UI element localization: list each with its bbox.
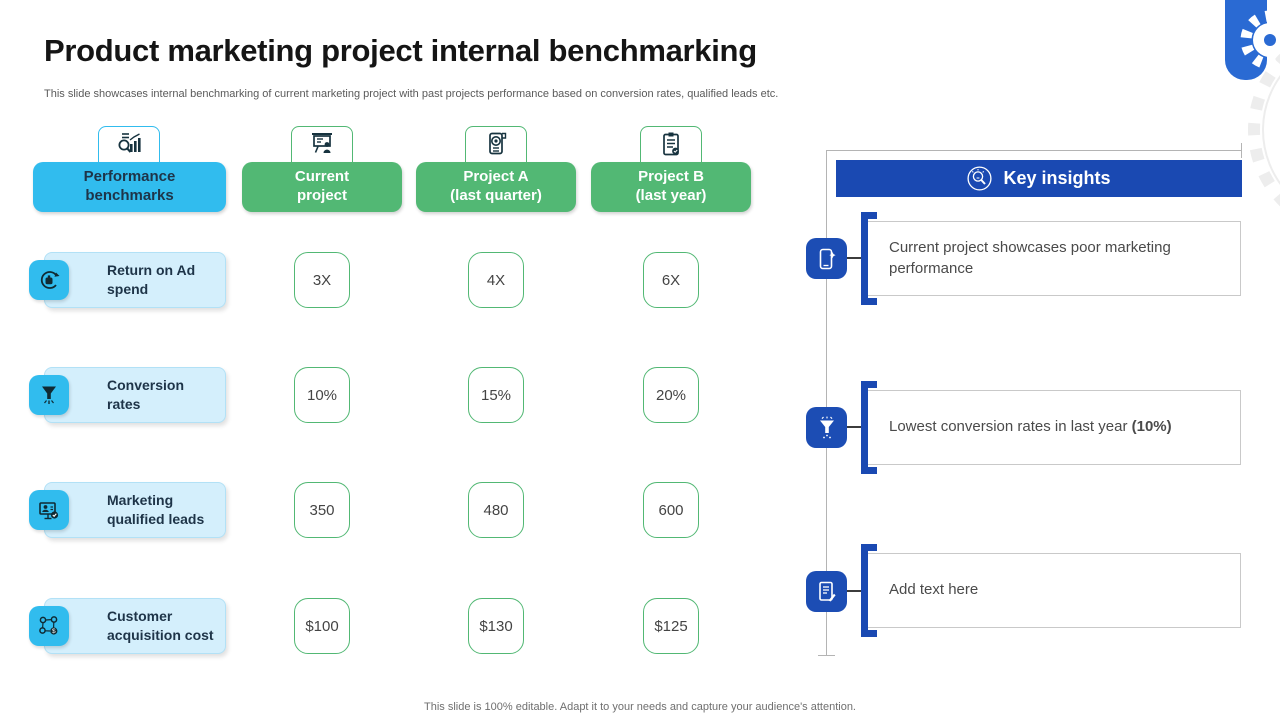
column-header-line: Project B xyxy=(638,168,704,186)
insights-frame-top-tick xyxy=(1241,143,1242,158)
value-cell: 10% xyxy=(294,367,350,423)
insights-frame-bottom-tick xyxy=(818,655,835,656)
insights-frame-top-line xyxy=(826,150,1242,151)
row-label-line: Conversion xyxy=(107,377,185,394)
column-header-line: Current xyxy=(294,168,350,186)
row-label-line: spend xyxy=(107,281,149,297)
row-icon-badge xyxy=(29,375,69,415)
page-title: Product marketing project internal bench… xyxy=(44,33,757,68)
value-cell: 4X xyxy=(468,252,524,308)
column-header-project-b: Project B (last year) xyxy=(591,162,751,212)
column-header-line: project xyxy=(296,187,347,204)
presentation-icon xyxy=(312,133,332,153)
network-cost-icon: $ xyxy=(39,616,58,635)
row-label-line: Return on Ad xyxy=(107,262,196,279)
slide-footer-note: This slide is 100% editable. Adapt it to… xyxy=(424,701,856,713)
insight-text-normal: Add text here xyxy=(889,581,979,599)
value-cell: $130 xyxy=(468,598,524,654)
insight-magnifier-bulb-icon xyxy=(967,166,993,191)
insight-bracket xyxy=(861,212,877,305)
row-label-conversion-rates: Conversion rates xyxy=(44,367,226,423)
gray-gear-outline-icon xyxy=(1248,53,1280,207)
funnel-icon xyxy=(819,416,834,438)
column-header-line: Project A xyxy=(463,168,529,186)
value-cell: $100 xyxy=(294,598,350,654)
insight-text: Add text here xyxy=(889,580,978,600)
slide-subtitle: This slide showcases internal benchmarki… xyxy=(44,88,779,100)
phone-marketing-icon xyxy=(819,248,836,269)
value-cell: 480 xyxy=(468,482,524,538)
value-cell: 600 xyxy=(643,482,699,538)
row-label-return-on-ad-spend: Return on Ad spend xyxy=(44,252,226,308)
column-header-performance-benchmarks: Performance benchmarks xyxy=(33,162,226,212)
svg-text:$: $ xyxy=(52,628,56,635)
value-cell: 15% xyxy=(468,367,524,423)
column-header-project-a: Project A (last quarter) xyxy=(416,162,576,212)
row-label-line: acquisition cost xyxy=(107,627,214,643)
value-cell: 350 xyxy=(294,482,350,538)
column-header-line: (last year) xyxy=(635,187,707,204)
row-label-marketing-qualified-leads: Marketing qualified leads xyxy=(44,482,226,538)
note-document-icon xyxy=(818,581,836,601)
insight-text-normal: Lowest conversion rates in last year xyxy=(889,418,1132,436)
insights-frame-left-line xyxy=(826,150,827,655)
insight-icon-badge xyxy=(806,238,847,279)
qualified-leads-icon xyxy=(39,502,59,520)
key-insights-title: Key insights xyxy=(1003,168,1111,188)
insight-icon-badge xyxy=(806,407,847,448)
scroll-target-icon xyxy=(489,132,507,155)
corner-decoration xyxy=(1225,0,1280,207)
ad-return-icon xyxy=(40,271,60,289)
value-cell: 3X xyxy=(294,252,350,308)
insight-icon-badge xyxy=(806,571,847,612)
insight-connector-line xyxy=(847,426,864,428)
row-icon-badge xyxy=(29,260,69,300)
insight-connector-line xyxy=(847,257,864,259)
column-header-line: Performance xyxy=(83,168,176,186)
insight-text: Lowest conversion rates in last year (10… xyxy=(889,417,1172,437)
insight-text-box: Lowest conversion rates in last year (10… xyxy=(864,390,1241,465)
insight-bracket xyxy=(861,381,877,474)
row-label-customer-acquisition-cost: Customer acquisition cost xyxy=(44,598,226,654)
row-icon-badge xyxy=(29,490,69,530)
value-cell: 6X xyxy=(643,252,699,308)
insight-text-bold: (10%) xyxy=(1131,418,1172,436)
row-label-line: rates xyxy=(107,396,141,412)
value-cell: $125 xyxy=(643,598,699,654)
row-label-line: qualified leads xyxy=(107,511,205,527)
insight-text-normal: Current project showcases poor marketing… xyxy=(889,239,1171,277)
magnifier-chart-icon xyxy=(118,133,141,153)
insight-text: Current project showcases poor marketing… xyxy=(889,238,1226,279)
white-gear-icon xyxy=(1240,10,1280,70)
insight-text-box: Add text here xyxy=(864,553,1241,628)
insight-bracket xyxy=(861,544,877,637)
insight-connector-line xyxy=(847,590,864,592)
key-insights-header: Key insights xyxy=(836,160,1242,197)
value-cell: 20% xyxy=(643,367,699,423)
column-header-line: (last quarter) xyxy=(450,187,542,204)
column-header-line: benchmarks xyxy=(85,187,174,204)
row-icon-badge: $ xyxy=(29,606,69,646)
insight-text-box: Current project showcases poor marketing… xyxy=(864,221,1241,296)
funnel-icon xyxy=(42,386,56,404)
clipboard-checklist-icon xyxy=(663,132,679,156)
column-header-current-project: Current project xyxy=(242,162,402,212)
row-label-line: Marketing xyxy=(107,492,174,509)
row-label-line: Customer xyxy=(107,608,173,625)
